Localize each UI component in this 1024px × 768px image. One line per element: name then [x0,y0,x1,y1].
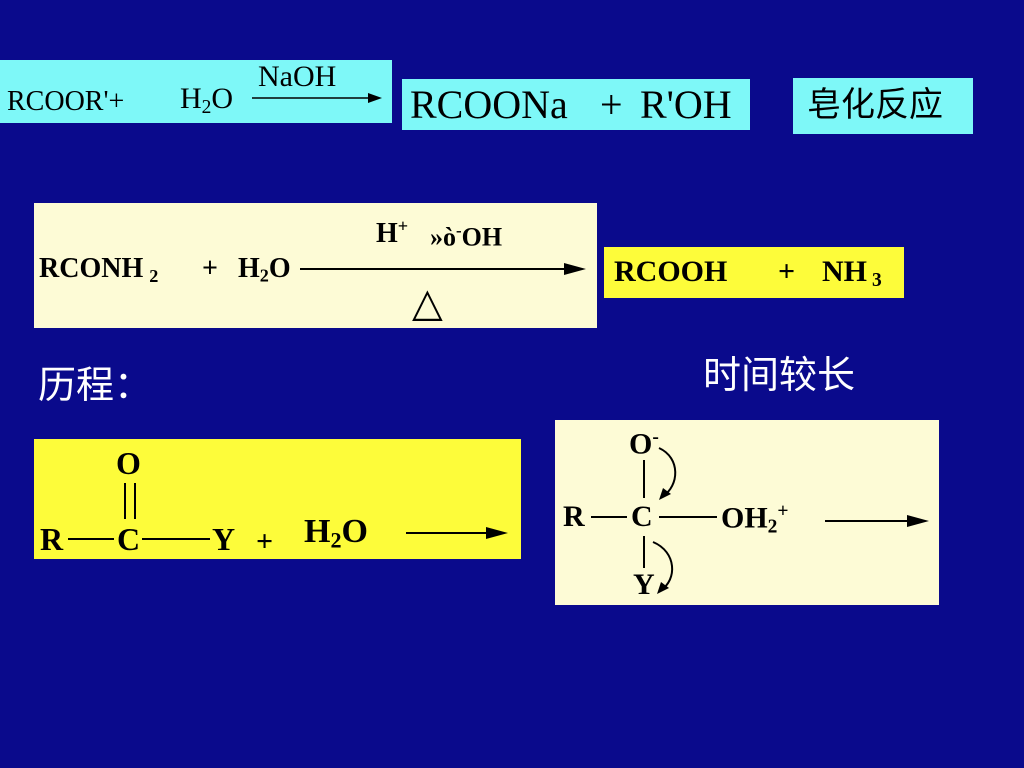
acid-h: H [376,218,398,249]
water-h: H [304,513,331,550]
water-formula: H2O [238,255,291,285]
plus-sign: + [202,253,218,284]
mechanism-heading: 历程： [38,363,153,407]
base-catalyst: »ò-OH [430,221,503,252]
negative-charge: - [652,427,659,448]
ester-formula: RCOOR'+ [7,88,124,116]
tetrahedral-intermediate-box: O- R C OH2+ Y [555,420,939,605]
central-carbon: C [631,500,653,533]
carboxylic-acid: RCOOH [614,255,728,288]
water-o: O [211,82,234,115]
leaving-group: Y [212,521,236,557]
naoh-condition: NaOH [258,60,337,93]
or-glyph: »ò [430,222,456,252]
oh-text: OH [721,501,768,535]
saponification-equation-box: RCOOR'+ H2O NaOH [0,60,392,123]
carbonyl-carbon: C [117,521,141,557]
plus-sign: + [600,82,623,127]
heat-symbol: △ [412,280,443,325]
electron-push-arrow-top [658,447,677,497]
positive-charge: + [777,501,789,522]
saponification-products-box: RCOONa + R'OH [402,79,750,130]
ammonia-text: NH [822,255,867,288]
ammonia-subscript: 3 [872,269,882,291]
plus-sign: + [778,255,796,288]
amide-text: RCONH [39,253,144,284]
alcohol: R'OH [640,82,732,127]
r-group: R [563,500,585,533]
acid-catalyst: H+ [376,217,408,248]
water-formula: H2O [180,82,234,118]
ester-text: RCOOR' [7,86,109,117]
reaction-arrow [300,263,586,275]
oxonium-group: OH2+ [721,502,789,537]
reaction-arrow [252,93,382,103]
plus-sign: + [256,525,274,558]
oxygen-anion: O- [629,428,659,460]
water-h: H [238,253,260,284]
water-subscript: 2 [259,265,269,286]
oh-subscript: 2 [767,516,778,538]
amide-subscript: 2 [149,265,159,286]
carbonyl-oxygen: O [116,445,141,481]
base-charge: - [456,221,462,240]
sodium-carboxylate: RCOONa [410,82,568,127]
saponification-label: 皂化反应 [807,85,943,125]
plus-sign: + [108,86,125,117]
intermediate-bonds [591,447,929,594]
water-subscript: 2 [201,96,212,118]
acid-charge: + [397,216,409,236]
r-group: R [40,521,64,557]
water-o: O [268,253,291,284]
acyl-addition-box: O R C Y + H2O [34,439,521,559]
water-subscript: 2 [330,527,342,553]
acyl-bonds [68,483,508,540]
electron-push-arrow-bottom [652,541,674,591]
water-h: H [180,82,202,115]
leaving-group: Y [633,568,655,601]
water-formula: H2O [304,515,368,552]
hydroxide: OH [461,222,503,252]
water-o: O [341,513,368,550]
time-note: 时间较长 [703,353,856,397]
saponification-label-box: 皂化反应 [793,78,973,134]
oxygen: O [629,427,653,461]
